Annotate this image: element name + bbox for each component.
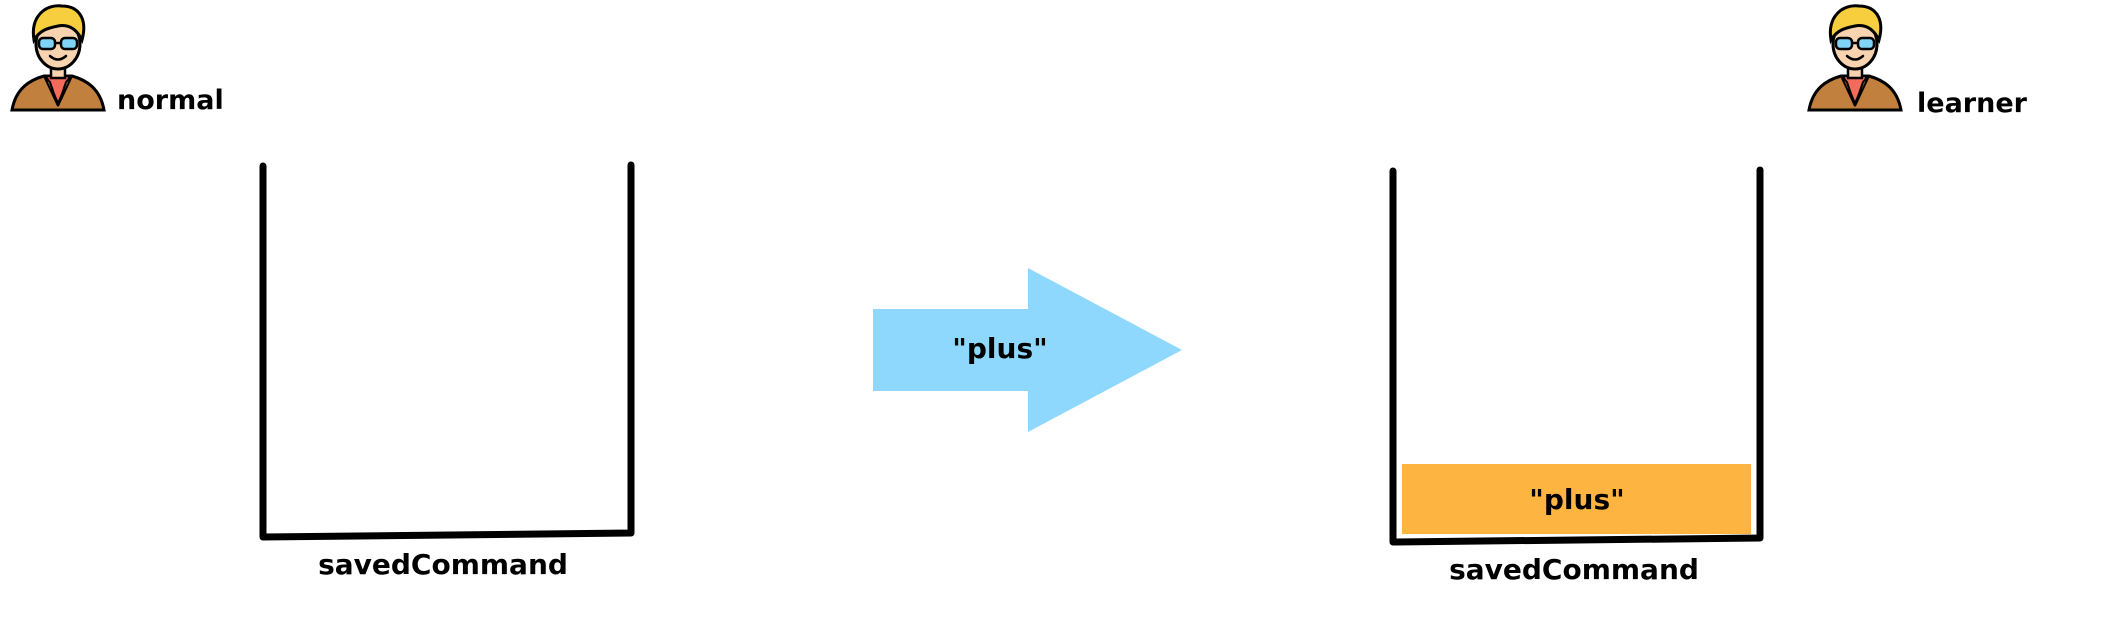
stack-item (1402, 464, 1751, 534)
user-avatar-normal (10, 4, 106, 112)
stack-container-right (1389, 166, 1764, 546)
transition-arrow (873, 268, 1182, 432)
user-avatar-learner (1807, 4, 1903, 112)
user-label-learner: learner (1917, 88, 2028, 119)
stack-item-label: "plus" (1529, 483, 1624, 516)
transition-label: "plus" (952, 332, 1047, 365)
user-label-normal: normal (117, 85, 224, 116)
user-with-glasses-icon (10, 4, 106, 112)
stack-container-left (259, 161, 635, 541)
stack-label-left: savedCommand (318, 548, 568, 581)
user-with-glasses-icon (1807, 4, 1903, 112)
stack-label-right: savedCommand (1449, 553, 1699, 586)
